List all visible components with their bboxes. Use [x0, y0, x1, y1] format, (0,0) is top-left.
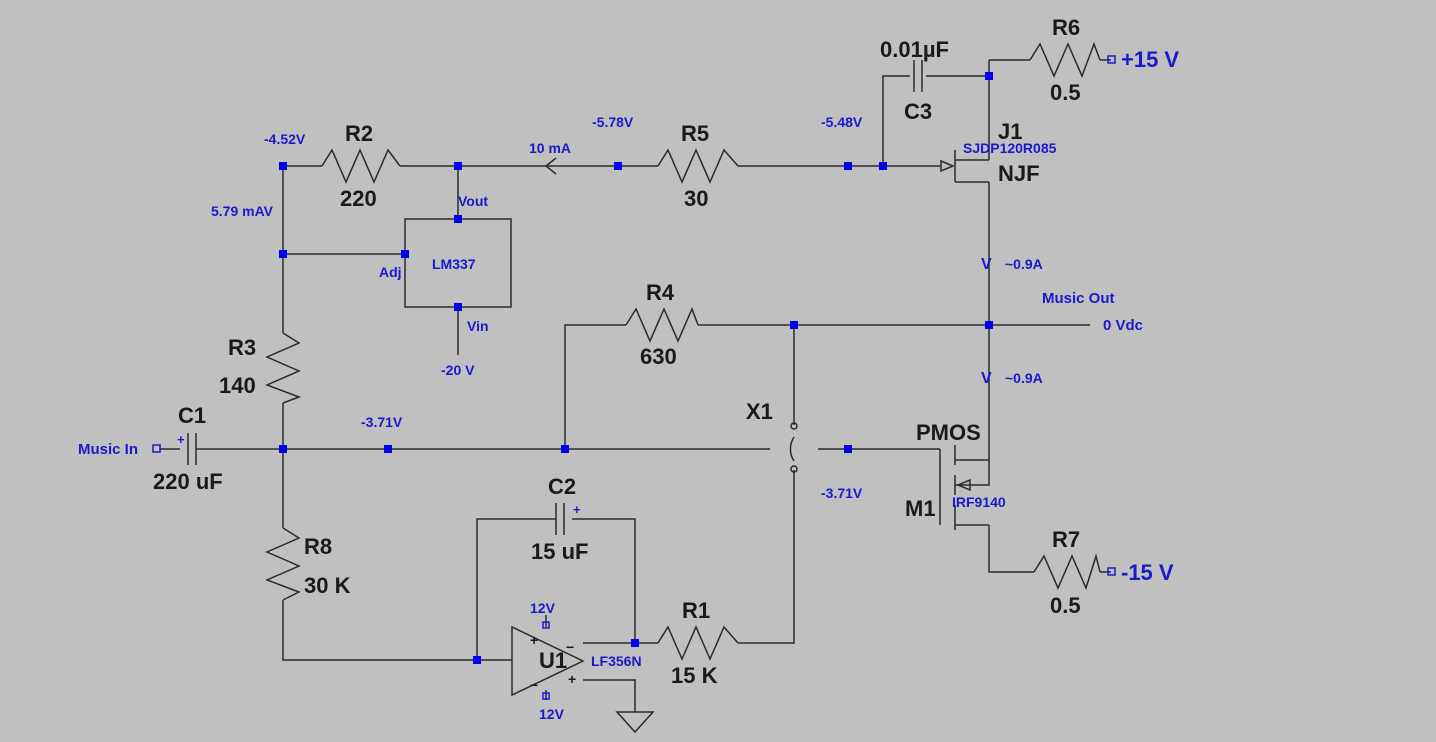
- m1-part: IRF9140: [952, 494, 1006, 510]
- net-out-vdc: 0 Vdc: [1103, 317, 1143, 334]
- net-i-drain-top: ~0.9A: [1005, 256, 1043, 272]
- lm337-pin-vin: Vin: [467, 318, 489, 334]
- resistor-r7-symbol: [1033, 553, 1101, 591]
- x1-crossover-symbol: [789, 422, 798, 473]
- j1-ref: J1: [998, 119, 1022, 144]
- net-music-in: Music In: [78, 441, 138, 458]
- net-v-gate: -3.71V: [821, 485, 863, 501]
- net-v-r5-right: -5.48V: [821, 114, 863, 130]
- r1-ref: R1: [682, 598, 710, 623]
- x1-ref: X1: [746, 399, 773, 424]
- r5-value: 30: [684, 186, 708, 211]
- capacitor-c1-symbol: +: [177, 432, 197, 465]
- resistor-r4-symbol: [625, 307, 699, 343]
- r6-ref: R6: [1052, 15, 1080, 40]
- supply-pos15: +15 V: [1121, 47, 1179, 72]
- resistor-r3-symbol: [265, 332, 302, 404]
- r4-value: 630: [640, 344, 677, 369]
- lm337-vin-value: -20 V: [441, 362, 475, 378]
- c3-ref: C3: [904, 99, 932, 124]
- opamp-u1-symbol: + − + −: [511, 621, 585, 700]
- current-arrow-bottom-icon: V: [981, 370, 992, 387]
- net-i-drain-bot: ~0.9A: [1005, 370, 1043, 386]
- r1-value: 15 K: [671, 663, 718, 688]
- u1-part: LF356N: [591, 653, 642, 669]
- lm337-part: LM337: [432, 256, 476, 272]
- j1-type: NJF: [998, 161, 1040, 186]
- j1-part: SJDP120R085: [963, 140, 1057, 156]
- resistor-r5-symbol: [657, 148, 739, 184]
- capacitor-c3-symbol: [913, 60, 923, 92]
- c2-ref: C2: [548, 474, 576, 499]
- terminal-music-in-icon: [152, 444, 161, 453]
- r8-value: 30 K: [304, 573, 351, 598]
- svg-text:+: +: [573, 502, 581, 517]
- r3-ref: R3: [228, 335, 256, 360]
- svg-text:+: +: [530, 632, 538, 648]
- resistor-r8-symbol: [265, 527, 301, 601]
- net-i-r3: 5.79 mAV: [211, 203, 274, 219]
- c1-value: 220 uF: [153, 469, 223, 494]
- r2-value: 220: [340, 186, 377, 211]
- resistor-r2-symbol: [321, 148, 401, 184]
- r8-ref: R8: [304, 534, 332, 559]
- r7-value: 0.5: [1050, 593, 1081, 618]
- j1-njf-symbol: [940, 150, 989, 183]
- terminal-pos15-icon: [1107, 55, 1116, 64]
- lm337-pin-adj: Adj: [379, 264, 402, 280]
- current-arrow-r5: [544, 157, 557, 175]
- current-arrow-top-icon: V: [981, 256, 992, 273]
- r7-ref: R7: [1052, 527, 1080, 552]
- m1-pmos-symbol: [939, 445, 990, 530]
- r6-value: 0.5: [1050, 80, 1081, 105]
- r2-ref: R2: [345, 121, 373, 146]
- r3-value: 140: [219, 373, 256, 398]
- net-music-out: Music Out: [1042, 290, 1115, 307]
- net-v-r5-left: -5.78V: [592, 114, 634, 130]
- u1-ref: U1: [539, 648, 567, 673]
- m1-type: PMOS: [916, 420, 981, 445]
- net-i-r5: 10 mA: [529, 140, 571, 156]
- c3-value: 0.01µF: [880, 37, 949, 62]
- wires: [160, 59, 1111, 712]
- lm337-pin-vout: Vout: [458, 193, 488, 209]
- r4-ref: R4: [646, 280, 675, 305]
- svg-text:+: +: [568, 671, 576, 687]
- ground-icon: [615, 711, 655, 734]
- junctions: [279, 72, 993, 664]
- m1-ref: M1: [905, 496, 936, 521]
- resistor-r6-symbol: [1029, 41, 1101, 78]
- svg-text:−: −: [566, 639, 574, 655]
- c1-ref: C1: [178, 403, 206, 428]
- svg-text:+: +: [177, 432, 185, 447]
- capacitor-c2-symbol: +: [555, 502, 581, 535]
- r5-ref: R5: [681, 121, 709, 146]
- terminal-neg15-icon: [1107, 567, 1116, 576]
- supply-neg15: -15 V: [1121, 560, 1174, 585]
- net-v-input: -3.71V: [361, 414, 403, 430]
- u1-vpos: 12V: [530, 600, 556, 616]
- resistor-r1-symbol: [657, 625, 739, 661]
- svg-text:−: −: [530, 677, 538, 693]
- u1-vneg: 12V: [539, 706, 565, 722]
- c2-value: 15 uF: [531, 539, 588, 564]
- net-v-r2-left: -4.52V: [264, 131, 306, 147]
